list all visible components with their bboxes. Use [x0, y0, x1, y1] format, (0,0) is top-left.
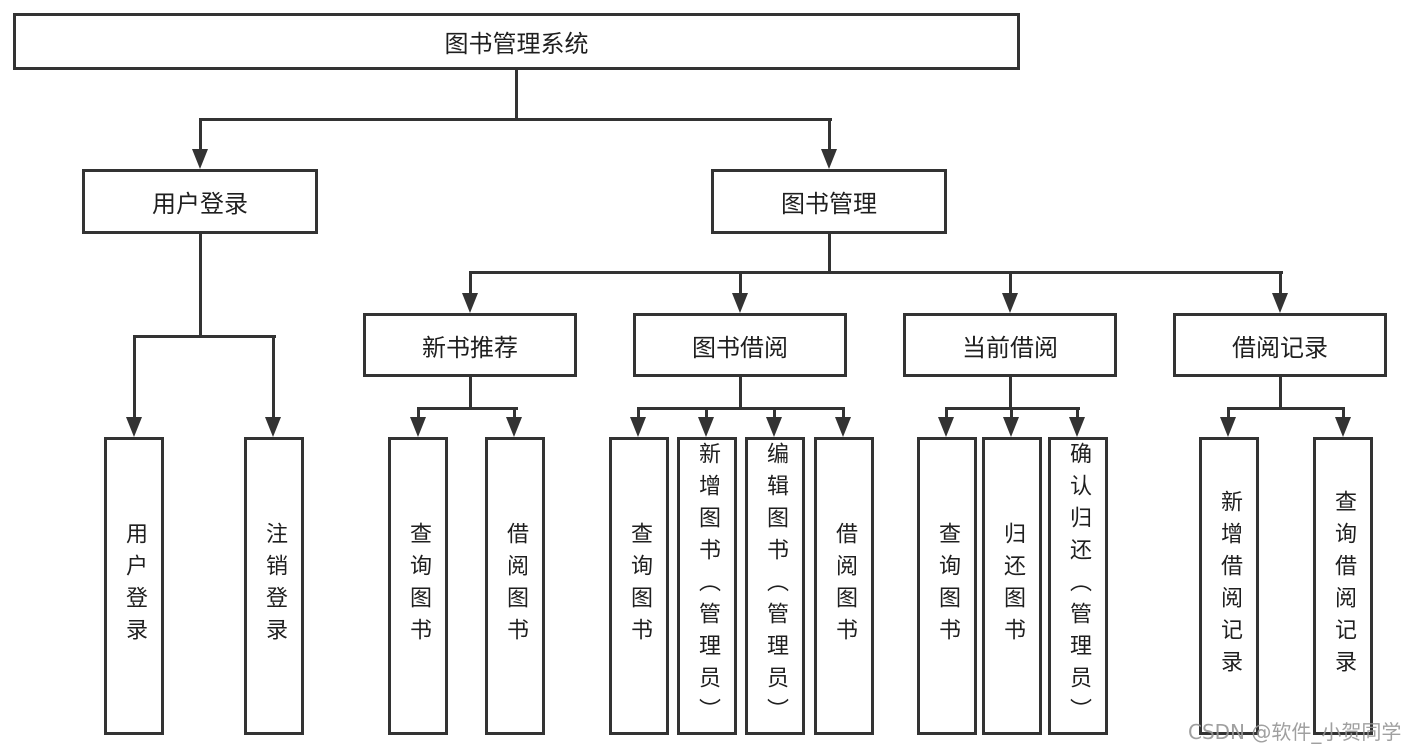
leaf-edit-books-admin: 编辑图书（管理员）	[745, 437, 805, 735]
arrow-down-icon	[630, 417, 646, 437]
connector-drop	[637, 407, 640, 419]
connector-drop	[1009, 271, 1012, 295]
arrow-down-icon	[938, 417, 954, 437]
arrow-down-icon	[410, 417, 426, 437]
leaf-query-books-recommend: 查询图书	[388, 437, 448, 735]
connector-split	[637, 407, 845, 410]
connector-split	[1227, 407, 1345, 410]
connector-stem	[1009, 377, 1012, 407]
connector-root-stem	[515, 70, 518, 118]
connector-drop	[828, 118, 831, 151]
node-library-management-system: 图书管理系统	[13, 13, 1020, 70]
connector-drop	[1227, 407, 1230, 419]
connector-drop	[417, 407, 420, 419]
leaf-user-login: 用户登录	[104, 437, 164, 735]
arrow-down-icon	[698, 417, 714, 437]
leaf-borrow-books: 借阅图书	[814, 437, 874, 735]
connector-drop	[1342, 407, 1345, 419]
arrow-down-icon	[126, 417, 142, 437]
connector-stem	[199, 234, 202, 335]
arrow-down-icon	[1003, 417, 1019, 437]
node-current-borrowing: 当前借阅	[903, 313, 1117, 377]
connector-split	[133, 335, 276, 338]
leaf-add-books-admin: 新增图书（管理员）	[677, 437, 737, 735]
connector-drop	[272, 335, 275, 419]
connector-drop	[469, 271, 472, 295]
arrow-down-icon	[835, 417, 851, 437]
arrow-down-icon	[265, 417, 281, 437]
connector-drop	[199, 118, 202, 151]
arrow-down-icon	[1335, 417, 1351, 437]
node-new-book-recommendation: 新书推荐	[363, 313, 577, 377]
connector-stem	[469, 377, 472, 407]
connector-drop	[773, 407, 776, 419]
node-borrowing-records: 借阅记录	[1173, 313, 1387, 377]
arrow-down-icon	[821, 149, 837, 169]
connector-split	[469, 271, 1283, 274]
connector-stem	[739, 377, 742, 407]
node-book-management: 图书管理	[711, 169, 947, 234]
leaf-query-borrow-record: 查询借阅记录	[1313, 437, 1373, 735]
connector-drop	[705, 407, 708, 419]
connector-drop	[739, 271, 742, 295]
arrow-down-icon	[1002, 293, 1018, 313]
arrow-down-icon	[506, 417, 522, 437]
node-book-borrowing: 图书借阅	[633, 313, 847, 377]
arrow-down-icon	[1069, 417, 1085, 437]
connector-stem	[1279, 377, 1282, 407]
arrow-down-icon	[1220, 417, 1236, 437]
leaf-return-books: 归还图书	[982, 437, 1042, 735]
leaf-borrow-books-recommend: 借阅图书	[485, 437, 545, 735]
leaf-query-books-borrow: 查询图书	[609, 437, 669, 735]
leaf-confirm-return-admin: 确认归还（管理员）	[1048, 437, 1108, 735]
arrow-down-icon	[192, 149, 208, 169]
connector-split	[417, 407, 518, 410]
leaf-add-borrow-record: 新增借阅记录	[1199, 437, 1259, 735]
connector-drop	[513, 407, 516, 419]
arrow-down-icon	[1272, 293, 1288, 313]
connector-stem	[828, 234, 831, 271]
arrow-down-icon	[766, 417, 782, 437]
connector-drop	[1010, 407, 1013, 419]
connector-drop	[1076, 407, 1079, 419]
connector-root-split	[199, 118, 832, 121]
arrow-down-icon	[732, 293, 748, 313]
connector-drop	[945, 407, 948, 419]
arrow-down-icon	[462, 293, 478, 313]
connector-drop	[842, 407, 845, 419]
node-user-login: 用户登录	[82, 169, 318, 234]
csdn-watermark: CSDN @软件_小贺同学	[1188, 720, 1402, 744]
connector-drop	[1279, 271, 1282, 295]
leaf-query-books-current: 查询图书	[917, 437, 977, 735]
connector-drop	[133, 335, 136, 419]
leaf-logout: 注销登录	[244, 437, 304, 735]
